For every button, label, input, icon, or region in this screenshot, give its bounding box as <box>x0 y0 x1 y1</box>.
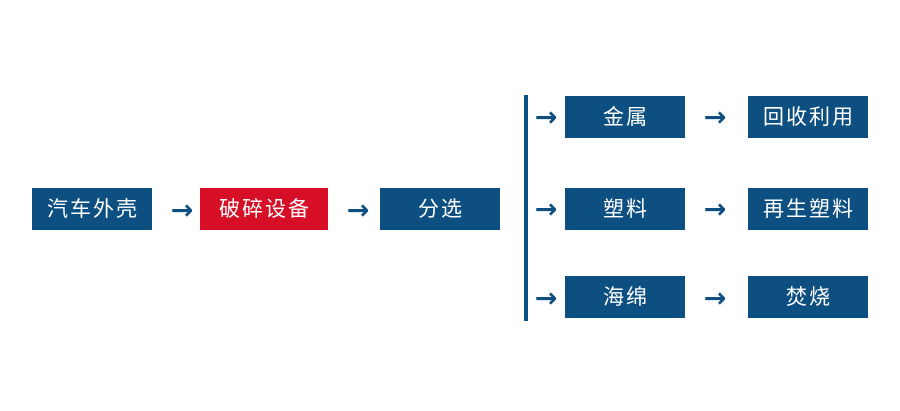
node-sorting[interactable]: 分选 <box>380 188 500 230</box>
arrow-right-icon: → <box>534 101 558 133</box>
arrow-right-icon: → <box>703 282 727 314</box>
node-material-metal[interactable]: 金属 <box>565 96 685 138</box>
node-shredder[interactable]: 破碎设备 <box>200 188 328 230</box>
arrow-right-icon: → <box>703 193 727 225</box>
node-destination-incineration[interactable]: 焚烧 <box>748 276 868 318</box>
branch-arrow-plastic: → <box>528 194 564 224</box>
arrow-right-icon: → <box>170 194 194 226</box>
node-sorting-label: 分选 <box>418 196 464 221</box>
node-destination-recycle[interactable]: 回收利用 <box>748 96 868 138</box>
node-destination-recycled-plastic-label: 再生塑料 <box>763 196 855 221</box>
node-destination-recycled-plastic[interactable]: 再生塑料 <box>748 188 868 230</box>
branch-arrow-metal: → <box>528 102 564 132</box>
arrow-shredder-to-sorting: → <box>340 195 376 225</box>
node-destination-recycle-label: 回收利用 <box>763 104 855 129</box>
node-material-metal-label: 金属 <box>603 104 649 129</box>
node-material-plastic[interactable]: 塑料 <box>565 188 685 230</box>
node-destination-incineration-label: 焚烧 <box>786 284 832 309</box>
arrow-plastic-to-recycled-plastic: → <box>697 194 733 224</box>
node-material-plastic-label: 塑料 <box>603 196 649 221</box>
node-material-sponge-label: 海绵 <box>603 284 649 309</box>
arrow-metal-to-recycle: → <box>697 102 733 132</box>
arrow-input-to-shredder: → <box>164 195 200 225</box>
node-input[interactable]: 汽车外壳 <box>32 188 152 230</box>
branch-arrow-sponge: → <box>528 283 564 313</box>
arrow-right-icon: → <box>703 101 727 133</box>
arrow-right-icon: → <box>534 193 558 225</box>
split-distribution-line <box>524 95 528 321</box>
arrow-right-icon: → <box>346 194 370 226</box>
node-material-sponge[interactable]: 海绵 <box>565 276 685 318</box>
arrow-right-icon: → <box>534 282 558 314</box>
arrow-sponge-to-incineration: → <box>697 283 733 313</box>
node-shredder-label: 破碎设备 <box>219 196 311 221</box>
node-input-label: 汽车外壳 <box>47 196 139 221</box>
